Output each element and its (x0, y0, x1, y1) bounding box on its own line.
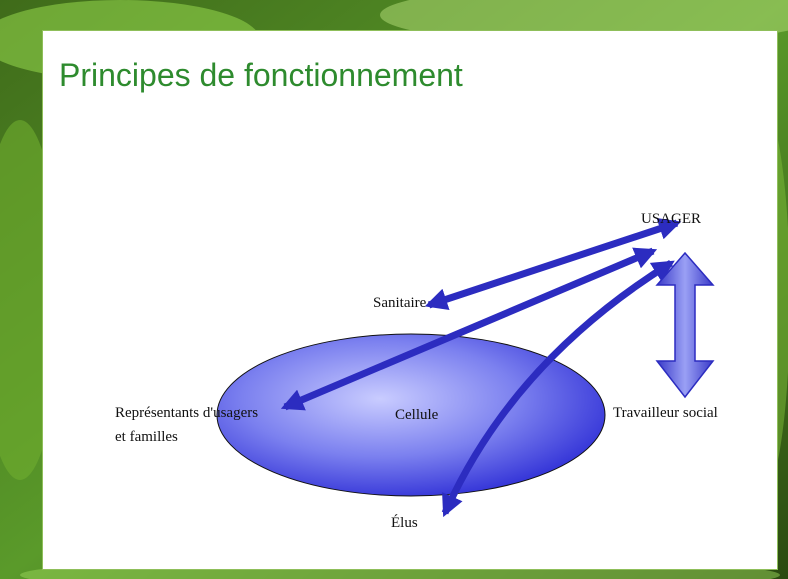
label-usager: USAGER (641, 211, 701, 227)
arrow-usager-elus (441, 260, 675, 518)
slide-panel: Principes de fonctionnement (42, 30, 778, 570)
label-representants-line1: Représentants d'usagers (115, 405, 258, 421)
label-elus: Élus (391, 514, 418, 531)
slide-title: Principes de fonctionnement (59, 57, 463, 93)
label-cellule: Cellule (395, 407, 439, 423)
label-travailleur-social: Travailleur social (613, 405, 718, 421)
label-representants-line2: et familles (115, 429, 178, 445)
network-diagram: USAGER Sanitaire Représentants d'usagers… (115, 211, 718, 531)
arrow-usager-travailleur (655, 251, 715, 399)
label-sanitaire: Sanitaire (373, 295, 427, 311)
